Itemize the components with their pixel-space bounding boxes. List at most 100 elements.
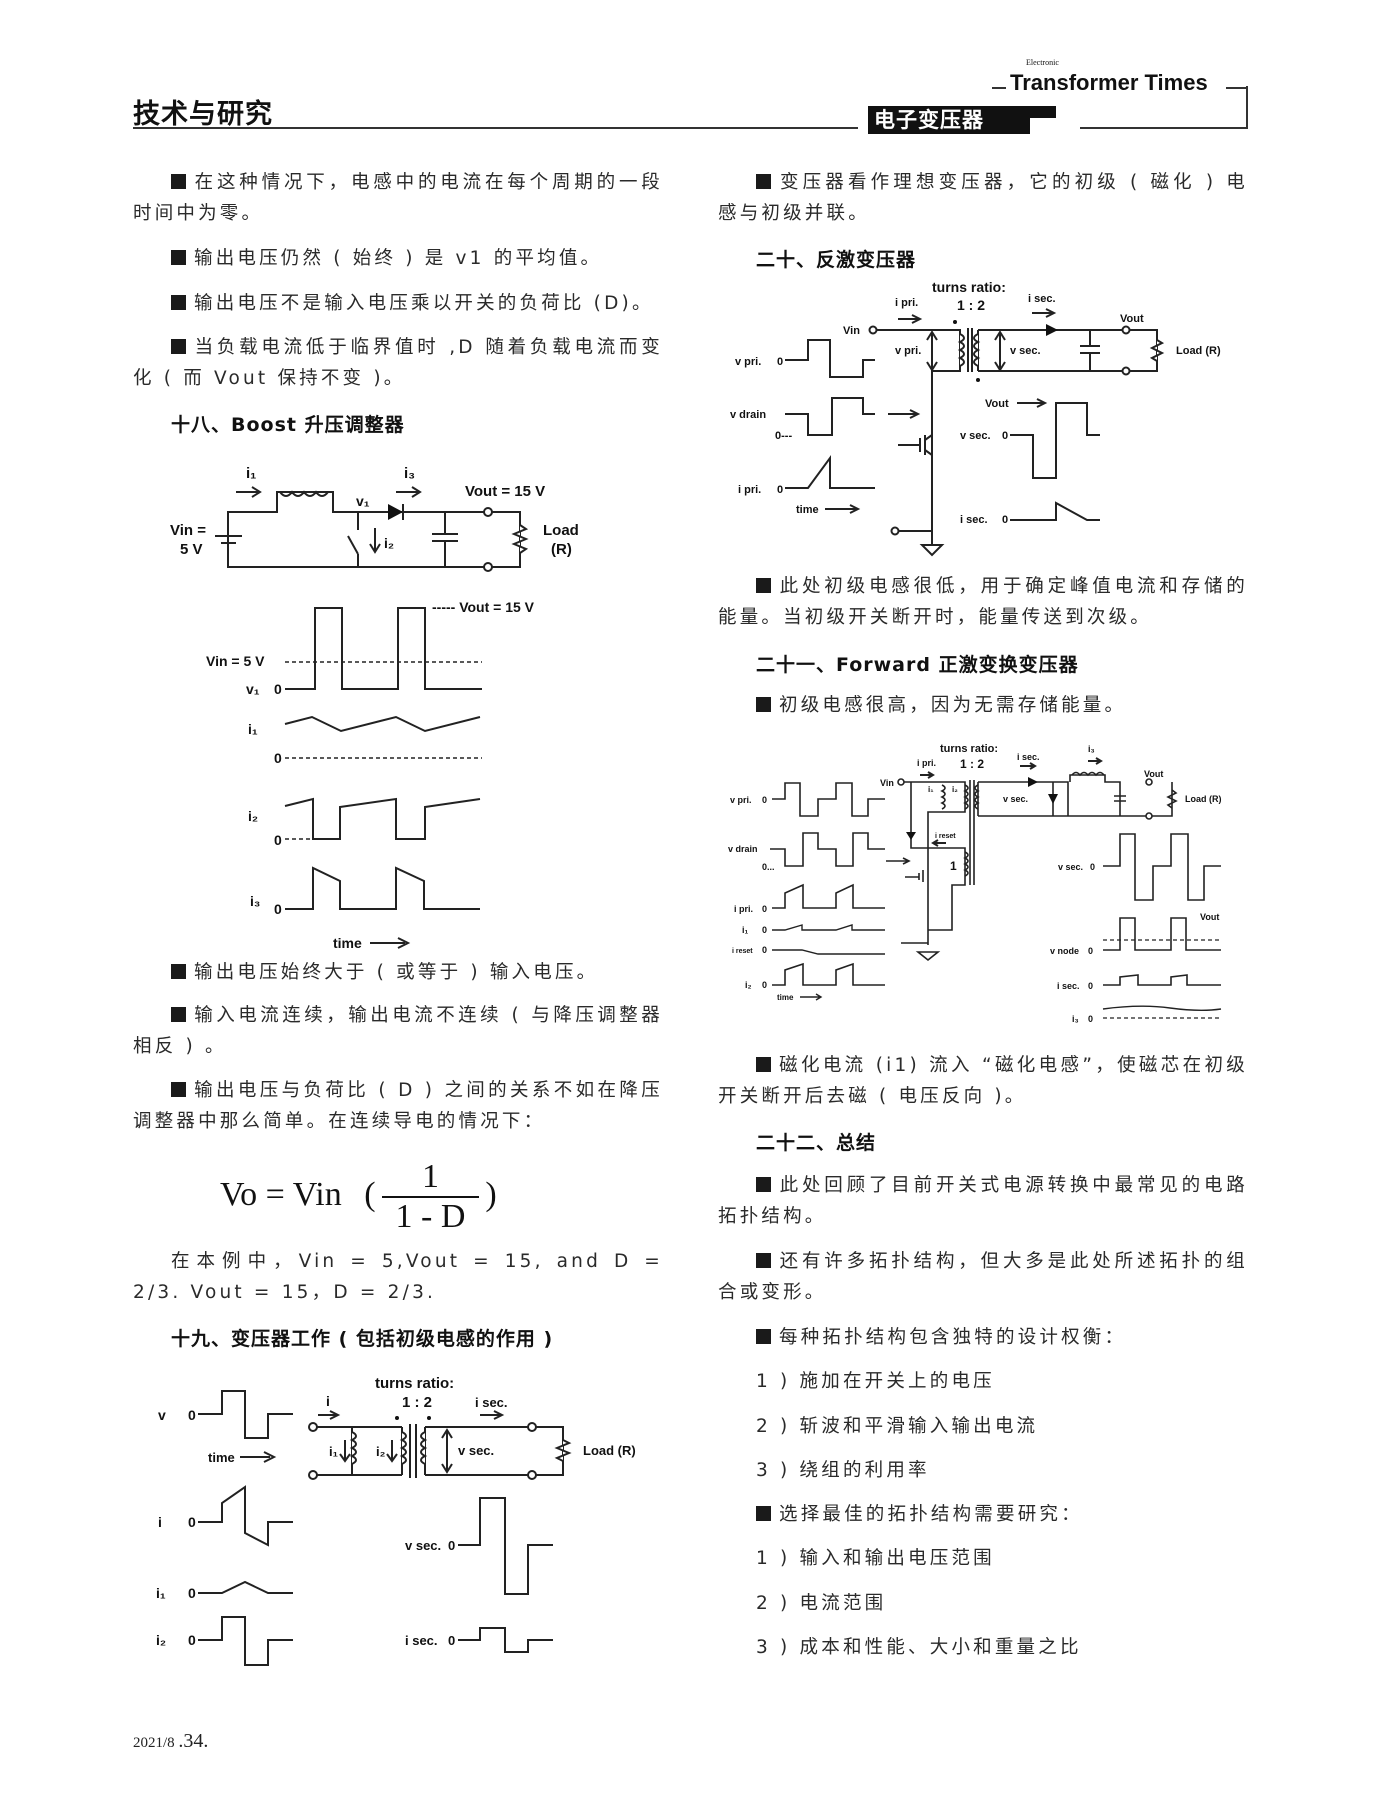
boost-waveforms: ----- Vout = 15 V Vin = 5 V v₁ 0 i₁ 0 i₂… xyxy=(206,599,535,951)
diagram-label: time xyxy=(777,993,794,1002)
time-arrow-icon xyxy=(240,1451,277,1463)
paragraph: 在本例中，Vin = 5,Vout = 15, and D = 2/3. Vou… xyxy=(133,1246,663,1308)
header-rule xyxy=(133,127,858,129)
diagram-label: 0 xyxy=(777,484,783,496)
transformer-circuit: turns ratio: 1 : 2 i i sec. i₁ i₂ v sec.… xyxy=(308,1375,636,1480)
formula-lhs: Vo = Vin xyxy=(220,1175,342,1213)
diode-icon xyxy=(388,504,403,520)
diagram-label: Load (R) xyxy=(1185,794,1222,804)
diagram-line xyxy=(1103,833,1221,901)
diagram-label: time xyxy=(208,1450,235,1465)
output-terminal xyxy=(483,562,493,572)
diagram-label: i sec. xyxy=(475,1395,508,1410)
diagram-line xyxy=(957,333,981,367)
diagram-line xyxy=(1145,778,1153,786)
diagram-label: Vin xyxy=(843,325,860,337)
paragraph-text: 初级电感很高，因为无需存储能量。 xyxy=(779,695,1127,716)
header-rule-vertical xyxy=(1246,86,1248,129)
list-item: 1 ) 施加在开关上的电压 xyxy=(756,1371,995,1392)
diagram-label: 0 xyxy=(274,832,282,848)
diagram-label: Load xyxy=(543,522,579,539)
diagram-label: Vout = 15 V xyxy=(465,483,545,500)
diagram-line xyxy=(198,1390,293,1439)
diagram-line xyxy=(772,782,885,817)
diagram-label: 0 xyxy=(1088,946,1093,956)
paragraph-text: 还有许多拓扑结构，但大多是此处所述拓扑的组合或变形。 xyxy=(718,1251,1248,1303)
diagram-line xyxy=(969,780,975,885)
diagram-label: 0 xyxy=(188,1514,196,1530)
diagram-label: 0 xyxy=(1002,430,1008,442)
diagram-label: i₁ xyxy=(248,721,258,737)
diagram-label: 0 xyxy=(274,681,282,697)
diagram-label: 0 xyxy=(1002,514,1008,526)
bullet-square-icon xyxy=(756,1329,771,1344)
diagram-label: i₁ xyxy=(246,465,256,482)
diagram-label: v pri. xyxy=(735,356,761,368)
diagram-line xyxy=(227,491,521,568)
paragraph: 输出电压仍然 ( 始终 ) 是 v1 的平均值。 xyxy=(133,243,663,274)
diagram-label: 0 xyxy=(777,356,783,368)
paragraph-text: 在本例中，Vin = 5,Vout = 15, and D = 2/3. Vou… xyxy=(133,1251,663,1303)
diagram-label: v₁ xyxy=(356,493,370,509)
diagram-line xyxy=(427,1416,431,1420)
diagram-line xyxy=(926,330,1006,372)
diagram-line xyxy=(1017,398,1048,408)
heading-forward: 二十一、Forward 正激变换变压器 xyxy=(756,654,1079,676)
diagram-label: 0 xyxy=(1088,1014,1093,1024)
paragraph: 输出电压不是输入电压乘以开关的负荷比 (D)。 xyxy=(133,288,663,319)
resistor-icon xyxy=(554,1439,572,1462)
diagram-line xyxy=(1145,812,1153,820)
diagram-label: i pri. xyxy=(734,904,753,914)
diagram-line xyxy=(458,1497,553,1595)
diagram-line xyxy=(198,1580,293,1594)
output-terminal xyxy=(483,507,493,517)
diagram-label: v pri. xyxy=(730,795,752,805)
forward-diagram: turns ratio: 1 : 2 i pri. i sec. i₃ Vin … xyxy=(728,743,1222,1024)
diagram-line xyxy=(920,757,1103,847)
diagram-line xyxy=(897,778,905,786)
brand-small-text: Electronic xyxy=(1026,58,1059,67)
heading-summary: 二十二、总结 xyxy=(756,1132,877,1154)
paragraph: 磁化电流 (i1) 流入 “磁化电感”，使磁芯在初级开关断开后去磁 ( 电压反向… xyxy=(718,1050,1248,1112)
diagram-label: v drain xyxy=(730,409,766,421)
diagram-label: 0 xyxy=(188,1407,196,1423)
diagram-label: v sec. xyxy=(405,1538,441,1553)
paragraph-text: 在这种情况下，电感中的电流在每个周期的一段时间中为零。 xyxy=(133,172,663,224)
diagram-label: v sec. xyxy=(960,430,991,442)
diagram-line xyxy=(877,329,1158,545)
diagram-label: 0 xyxy=(448,1633,455,1648)
paragraph: 此处回顾了目前开关式电源转换中最常见的电路拓扑结构。 xyxy=(718,1170,1248,1232)
paragraph: 输出电压始终大于 ( 或等于 ) 输入电压。 xyxy=(133,957,663,988)
boost-circuit: i₁ i₃ v₁ i₂ Vout = 15 V Vin = 5 V Load (… xyxy=(170,465,579,572)
diagram-line xyxy=(785,339,875,378)
diagram-label: 1 : 2 xyxy=(960,757,984,771)
brand-logo-cn: 电子变压器 xyxy=(868,106,1014,134)
brand-dash xyxy=(1226,87,1248,89)
core-icon xyxy=(409,1424,417,1478)
header-rule-right xyxy=(1080,127,1248,129)
diagram-line xyxy=(1149,339,1165,362)
diagram-label: i₁ xyxy=(329,1444,338,1459)
diagram-label: Vin xyxy=(880,778,894,788)
diagram-line xyxy=(308,1470,318,1480)
brand-logo-decoration xyxy=(1008,106,1056,118)
diagram-line xyxy=(772,883,885,909)
diagram-line xyxy=(1103,974,1221,986)
bullet-square-icon xyxy=(171,339,186,354)
diagram-label: i₂ xyxy=(384,535,394,551)
paragraph: 输出电压与负荷比 ( D ) 之间的关系不如在降压调整器中那么简单。在连续导电的… xyxy=(133,1075,663,1137)
bullet-square-icon xyxy=(171,295,186,310)
diagram-line xyxy=(770,832,885,867)
mosfet-icon xyxy=(888,409,933,456)
diagram-label: turns ratio: xyxy=(932,279,1006,295)
diagram-label: v node xyxy=(1050,946,1079,956)
ground-icon xyxy=(899,530,945,557)
diagram-label: i₂ xyxy=(156,1632,166,1648)
diagram-label: 0 xyxy=(448,1538,455,1553)
diagram-label: i sec. xyxy=(405,1633,438,1648)
paragraph: 还有许多拓扑结构，但大多是此处所述拓扑的组合或变形。 xyxy=(718,1246,1248,1308)
diagram-line xyxy=(940,771,1105,877)
paragraph: 在这种情况下，电感中的电流在每个周期的一段时间中为零。 xyxy=(133,167,663,229)
capacitor-icon xyxy=(432,512,458,567)
